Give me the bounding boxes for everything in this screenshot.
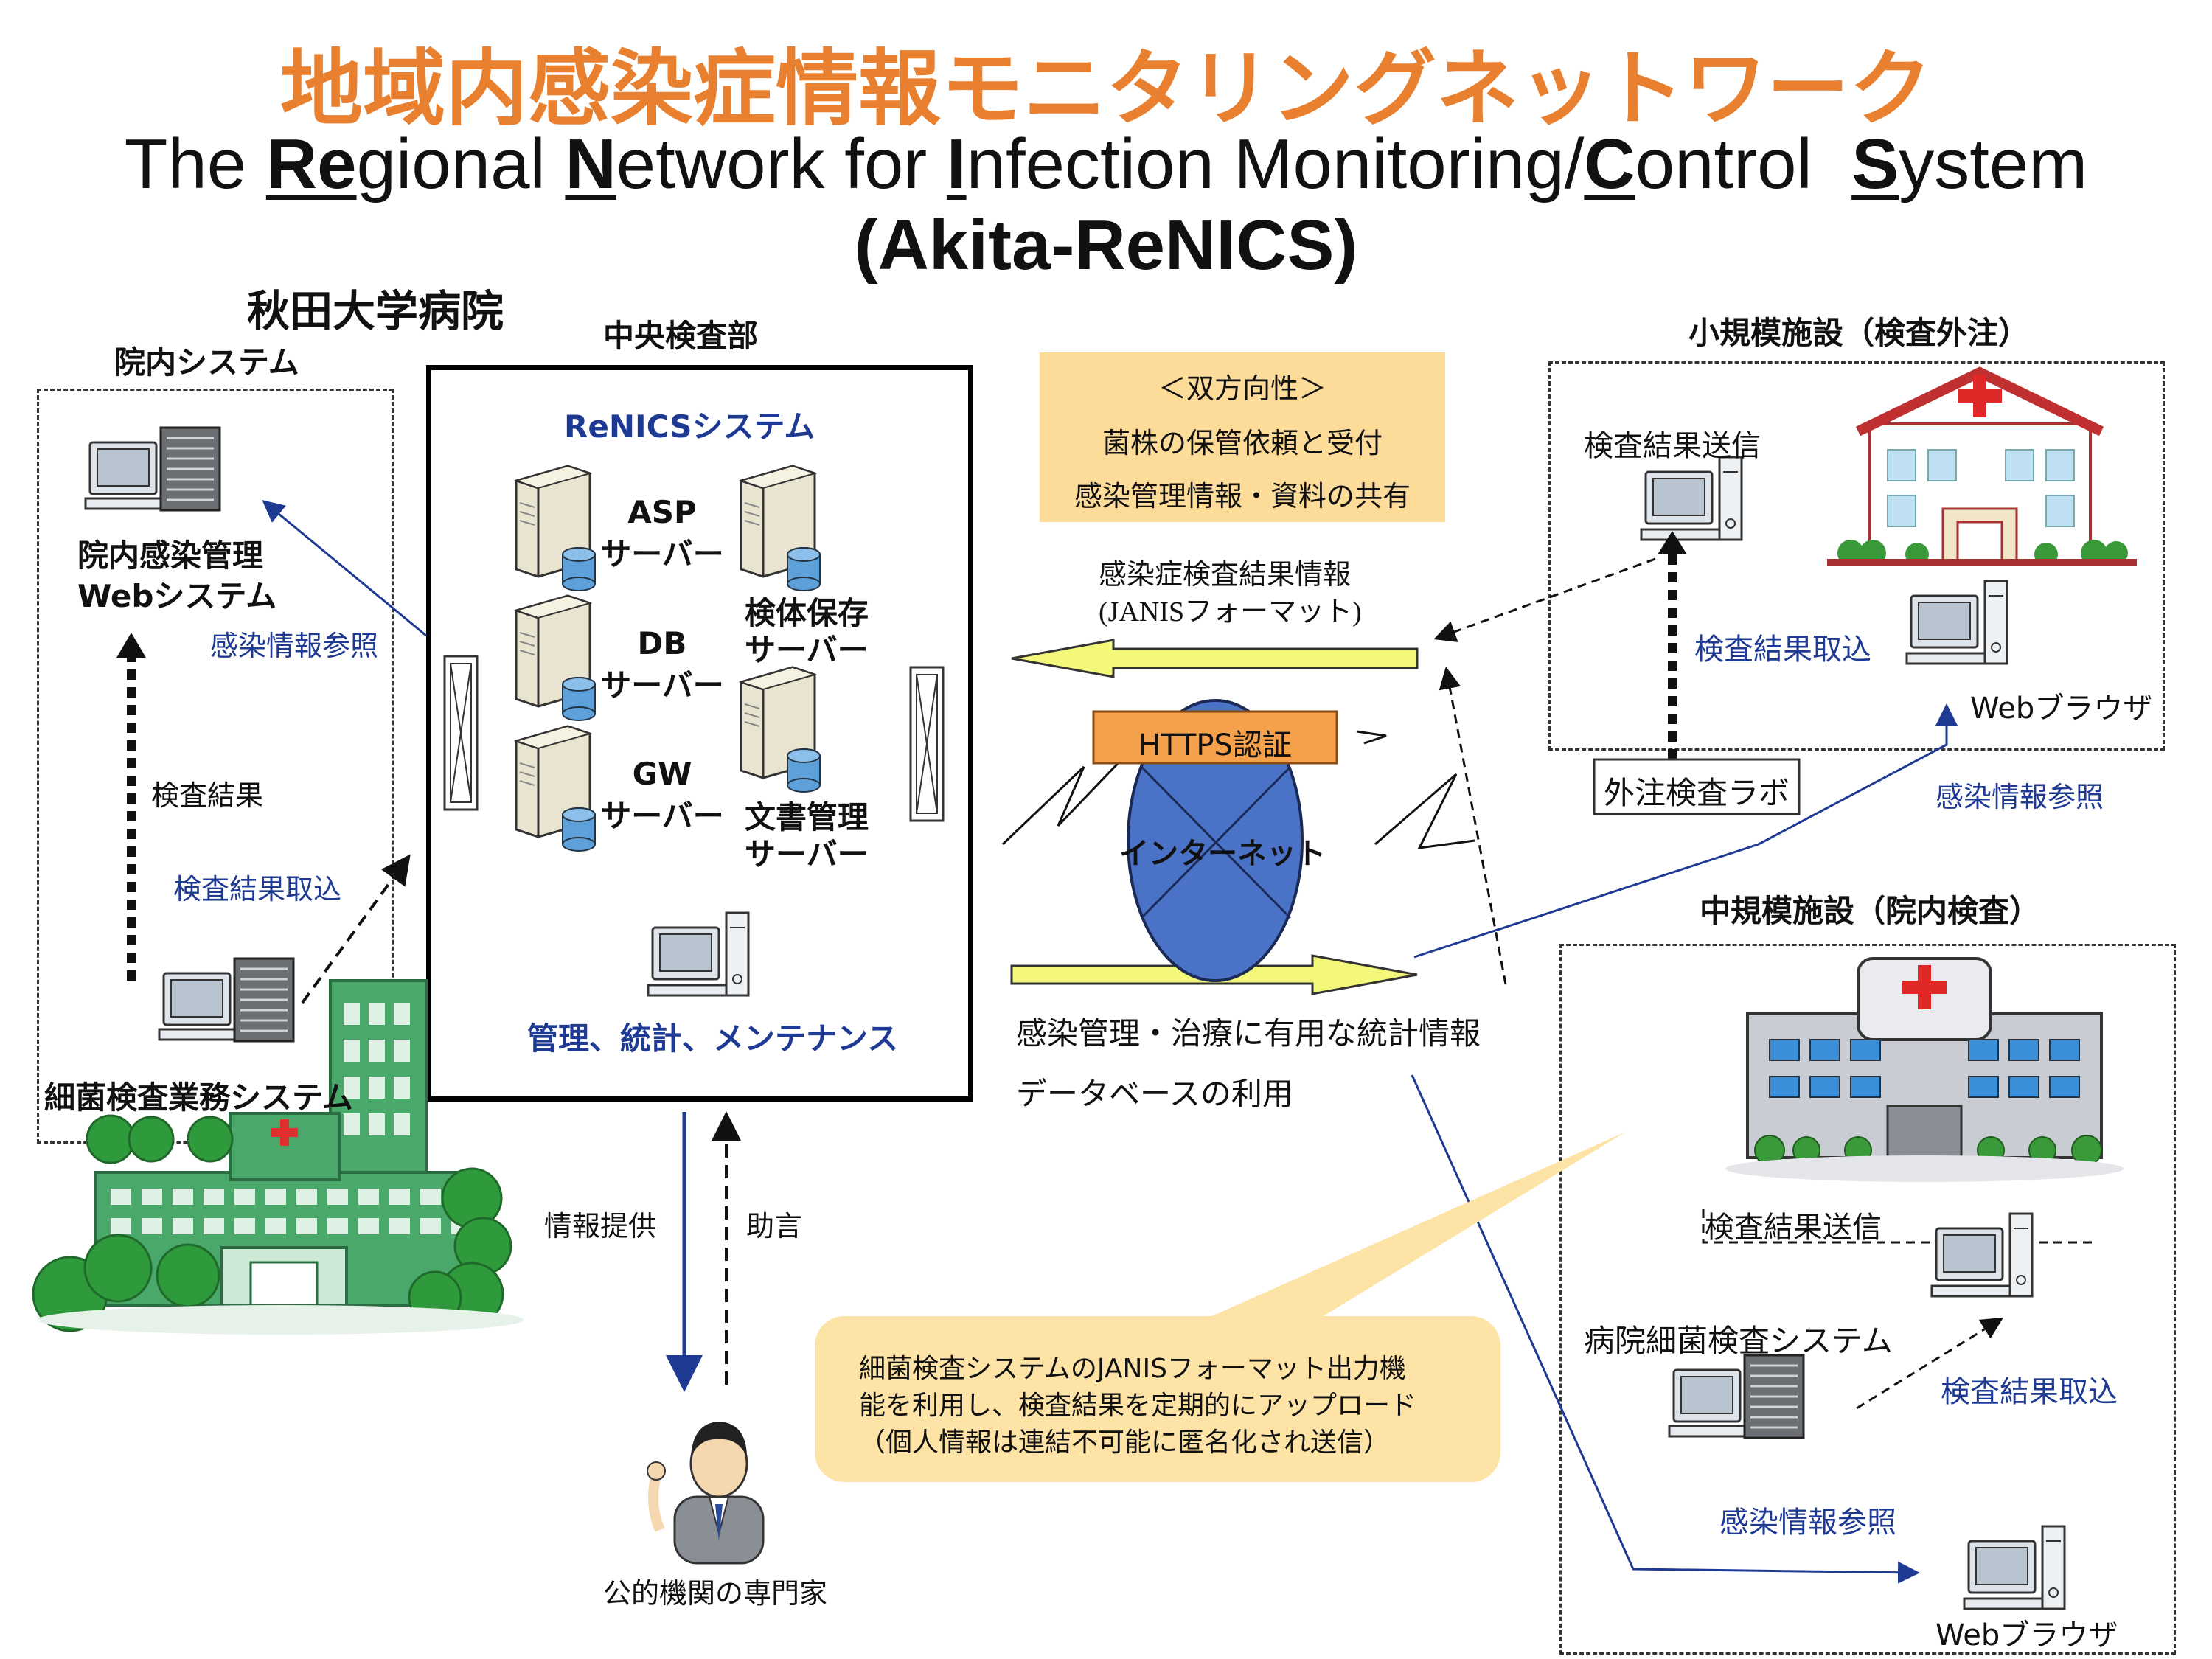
- db-server-label: DB: [637, 625, 687, 661]
- admin-computer-icon: [647, 911, 750, 997]
- medium-hospital-building-icon: [1725, 957, 2124, 1182]
- specimen-server-label-2: サーバー: [745, 632, 869, 668]
- medium-bacteria-system-icon: [1668, 1354, 1805, 1439]
- admin-label: 管理、統計、メンテナンス: [527, 1020, 899, 1057]
- expert-person-icon: [647, 1422, 765, 1565]
- document-server-label-2: サーバー: [745, 836, 869, 872]
- document-server-icon: [740, 666, 821, 793]
- medium-facility-box: [1559, 944, 2176, 1655]
- infection-ref-label-left: 感染情報参照: [210, 630, 379, 662]
- renics-system-label: ReNICSシステム: [564, 408, 815, 445]
- title-part: ystem: [1899, 125, 2088, 204]
- bidirectional-item: 感染管理情報・資料の共有: [1074, 480, 1411, 512]
- small-facility-box: [1548, 361, 2165, 751]
- https-label: HTTPS認証: [1138, 728, 1292, 762]
- title-part-underlined: C: [1584, 125, 1635, 204]
- firewall-right-icon: [909, 666, 945, 822]
- note-line: （個人情報は連結不可能に匿名化され送信）: [859, 1427, 1391, 1458]
- janis-upload-note: 細菌検査システムのJANISフォーマット出力機 能を利用し、検査結果を定期的にア…: [815, 1316, 1500, 1482]
- result-arrowhead-icon: [116, 633, 146, 658]
- medium-bacteria-system-label: 病院細菌検査システム: [1584, 1323, 1893, 1359]
- small-facility-title: 小規模施設（検査外注）: [1688, 315, 2030, 351]
- medium-infection-ref-label: 感染情報参照: [1719, 1506, 1896, 1540]
- akita-hospital-label: 秋田大学病院: [247, 286, 504, 336]
- advice-label: 助言: [746, 1210, 803, 1242]
- small-browser-label: Webブラウザ: [1970, 692, 2153, 726]
- medium-import-label: 検査結果取込: [1941, 1375, 2118, 1409]
- title-part-underlined: S: [1851, 125, 1899, 204]
- medium-browser-label: Webブラウザ: [1935, 1618, 2118, 1652]
- bidirectional-item: 菌株の保管依頼と受付: [1102, 427, 1382, 459]
- result-label-left: 検査結果: [151, 779, 264, 812]
- database-label: データベースの利用: [1016, 1076, 1293, 1112]
- title-part-underlined: I: [946, 125, 967, 204]
- akita-hospital-building-icon: [32, 979, 524, 1335]
- outsource-lab-box: [1593, 758, 1801, 815]
- db-server-icon: [515, 594, 597, 722]
- medium-send-label: 検査結果送信: [1705, 1211, 1882, 1245]
- small-hospital-building-icon: [1827, 366, 2137, 566]
- specimen-server-label: 検体保存: [745, 595, 869, 631]
- stats-label: 感染管理・治療に有用な統計情報: [1016, 1015, 1481, 1051]
- gw-server-label-2: サーバー: [600, 798, 724, 834]
- firewall-left-icon: [443, 655, 479, 811]
- internet-label: インターネット: [1119, 837, 1326, 871]
- outsource-lab-label: 外注検査ラボ: [1603, 775, 1790, 811]
- db-server-label-2: サーバー: [600, 667, 724, 703]
- subtitle: (Akita-ReNICS): [854, 206, 1358, 285]
- bidirectional-callout: ＜双方向性＞ 菌株の保管依頼と受付 感染管理情報・資料の共有: [1040, 352, 1445, 522]
- small-import-label: 検査結果取込: [1694, 633, 1871, 667]
- title-part: nfection Monitoring/: [966, 125, 1585, 204]
- english-title: The Regional Network for Infection Monit…: [0, 124, 2212, 205]
- https-badge: [1092, 710, 1338, 765]
- bacteria-system-computer-icon: [158, 957, 295, 1043]
- result-info-arrow: [1011, 639, 1419, 678]
- title-part: gional: [356, 125, 566, 204]
- asp-server-label-2: サーバー: [600, 536, 724, 572]
- small-send-label: 検査結果送信: [1584, 429, 1761, 463]
- medium-browser-computer-icon: [1963, 1525, 2066, 1610]
- small-infection-ref-label: 感染情報参照: [1935, 781, 2104, 813]
- document-server-label: 文書管理: [745, 799, 869, 835]
- result-info-label: 感染症検査結果情報: [1099, 558, 1352, 591]
- note-line: 能を利用し、検査結果を定期的にアップロード: [859, 1391, 1417, 1421]
- asp-server-icon: [515, 465, 597, 592]
- asp-server-label: ASP: [627, 494, 697, 530]
- title-part-underlined: Re: [265, 125, 357, 204]
- medium-send-computer-icon: [1930, 1212, 2034, 1298]
- note-line: 細菌検査システムのJANISフォーマット出力機: [859, 1354, 1406, 1384]
- expert-label: 公的機関の専門家: [603, 1577, 828, 1610]
- small-browser-computer-icon: [1905, 580, 2008, 665]
- title-part: ontrol: [1635, 125, 1852, 204]
- web-system-computer-icon: [84, 426, 221, 512]
- info-provide-label: 情報提供: [544, 1210, 657, 1242]
- specimen-server-icon: [740, 465, 821, 592]
- janis-format-label: (JANISフォーマット): [1099, 597, 1362, 627]
- page-title: 地域内感染症情報モニタリングネットワーク: [280, 41, 1932, 137]
- small-send-computer-icon: [1640, 456, 1743, 541]
- bidirectional-title: ＜双方向性＞: [1158, 372, 1326, 405]
- result-import-label-left: 検査結果取込: [173, 873, 342, 905]
- innai-system-label: 院内システム: [114, 344, 299, 380]
- gw-server-icon: [515, 725, 597, 852]
- web-system-label-1: 院内感染管理: [77, 538, 264, 574]
- medium-facility-title: 中規模施設（院内検査）: [1700, 893, 2041, 929]
- gw-server-label: GW: [632, 756, 692, 792]
- title-part-underlined: N: [565, 125, 616, 204]
- bacteria-system-label: 細菌検査業務システム: [44, 1079, 353, 1116]
- title-part: etwork for: [616, 125, 947, 204]
- central-lab-label: 中央検査部: [603, 318, 759, 354]
- title-part: The: [124, 125, 266, 204]
- web-system-label-2: Webシステム: [77, 578, 277, 614]
